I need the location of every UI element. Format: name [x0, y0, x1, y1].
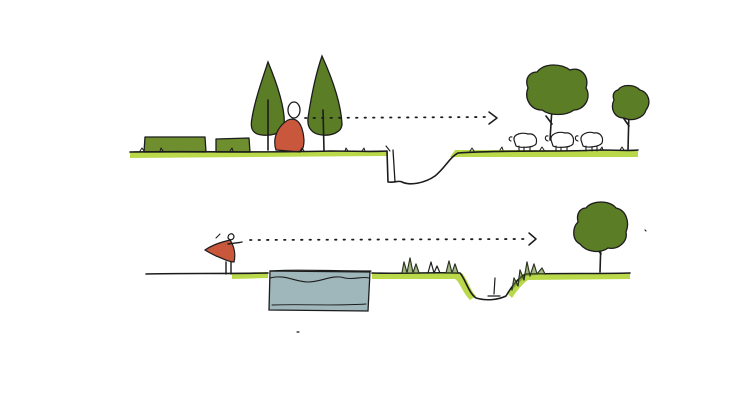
- hedge-icon: [143, 136, 207, 153]
- tall-grass-icon: [401, 257, 459, 274]
- deciduous-tree-icon: [573, 201, 629, 273]
- sightline-arrow-icon: [304, 111, 498, 125]
- deciduous-tree-icon: [611, 84, 650, 151]
- pointing-person-icon: [203, 233, 243, 275]
- sketch-marks: [296, 229, 647, 333]
- conifer-tree-icon: [307, 54, 343, 152]
- sheep-icon: [574, 131, 604, 152]
- grass-band-right: [508, 273, 630, 298]
- deciduous-tree-icon: [526, 64, 589, 141]
- water-pond-icon: [268, 269, 372, 312]
- grass-texture: [139, 146, 625, 152]
- sheep-icon: [544, 131, 575, 152]
- grass-band-middle: [372, 273, 476, 300]
- sheep-icon: [508, 132, 538, 152]
- ha-ha-ditch-icon: [129, 145, 639, 185]
- sightline-arrow-icon: [249, 232, 537, 246]
- ditch-stake: [487, 277, 501, 297]
- bottom-section: [145, 201, 631, 312]
- ground-line: [145, 271, 631, 301]
- tall-grass-icon: [511, 261, 546, 291]
- conifer-tree-icon: [250, 60, 285, 151]
- grass-band-left: [130, 151, 388, 158]
- top-section: [129, 54, 650, 185]
